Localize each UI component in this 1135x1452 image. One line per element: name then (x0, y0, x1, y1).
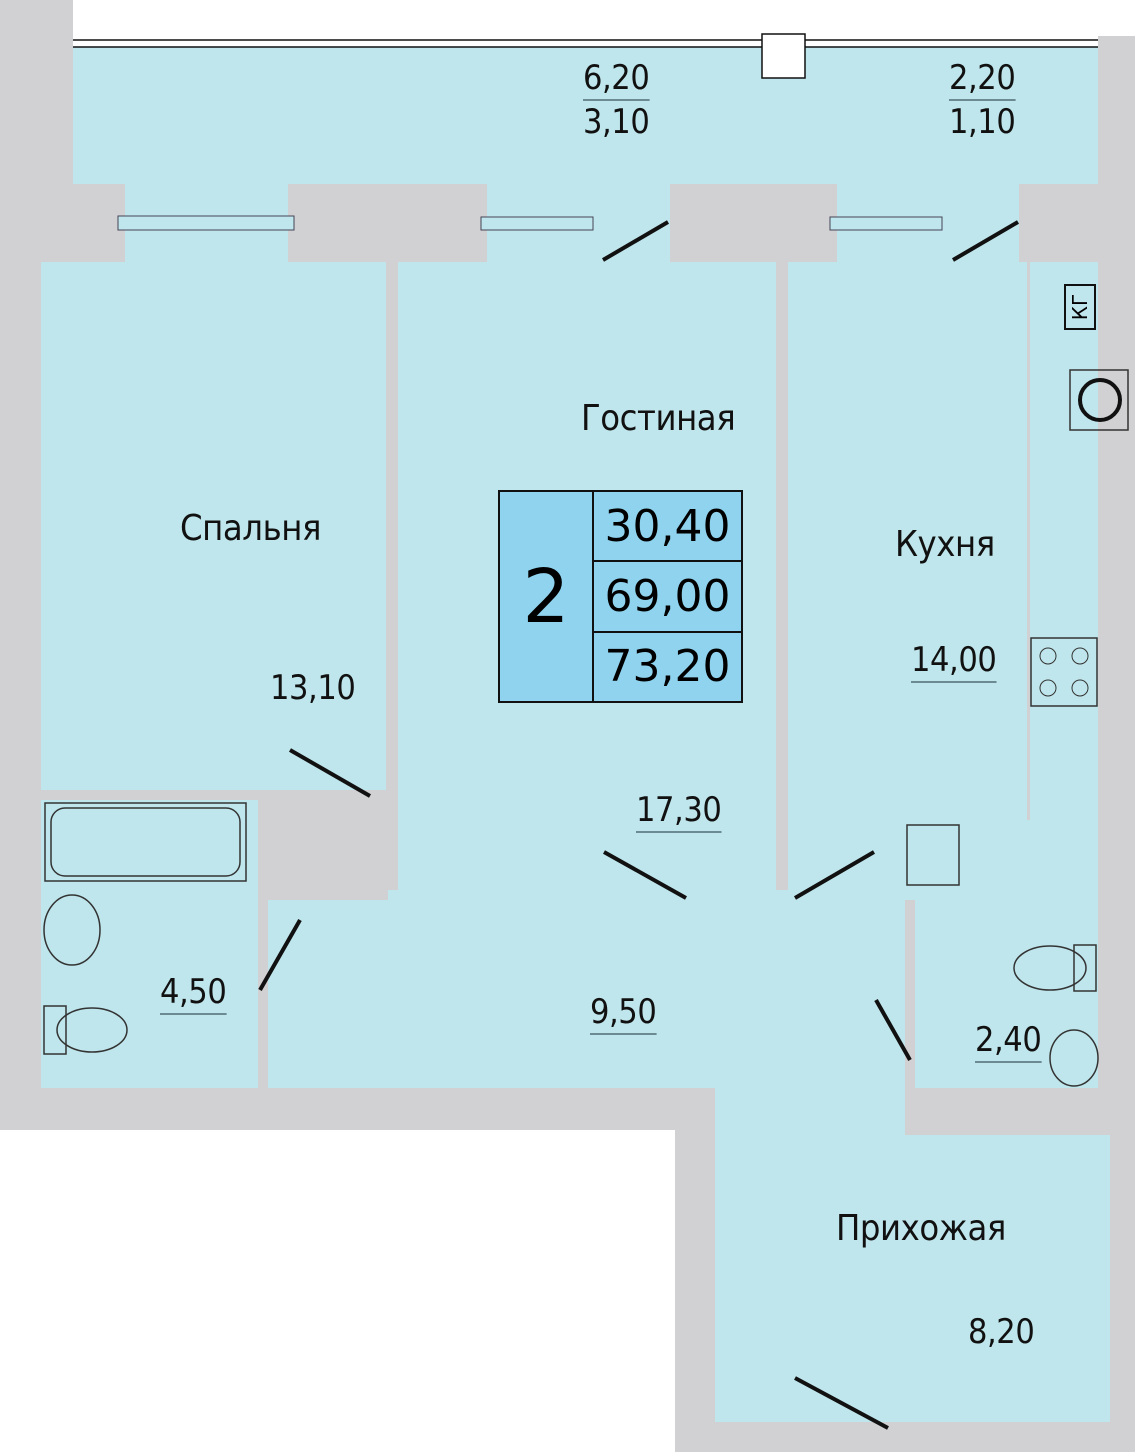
sink-icon (43, 894, 101, 966)
room-name-kitchen: Кухня (895, 524, 995, 565)
room-area-kitchen: 14,00 (911, 640, 997, 683)
house-logo-icon (49, 1366, 95, 1413)
total-area: 69,00 (594, 562, 741, 633)
door-kitchen-balcony (951, 220, 1020, 262)
room-area-bedroom: 13,10 (270, 668, 356, 708)
door-bedroom (289, 748, 371, 798)
door-wc (874, 999, 912, 1061)
door-living-balcony (601, 220, 670, 262)
door-bathroom (258, 919, 302, 991)
room-bathroom (41, 800, 258, 1088)
balcony-area-2-reduced: 1,10 (949, 102, 1016, 142)
boiler-label: КГ (1064, 284, 1096, 330)
total-area-with-balcony: 73,20 (594, 632, 741, 701)
balcony-area-1: 6,20 (583, 58, 650, 101)
room-name-hallway: Прихожая (836, 1208, 1006, 1249)
door-entrance (794, 1376, 889, 1430)
kitchen-sink (906, 824, 960, 886)
door-living (603, 850, 687, 900)
balcony-area-2: 2,20 (949, 58, 1016, 101)
stove-icon (1030, 637, 1098, 707)
room-name-living: Гостиная (581, 398, 736, 439)
rooms-count: 2 (500, 492, 594, 701)
room-name-bedroom: Спальня (180, 508, 321, 549)
boiler (1069, 369, 1129, 431)
drain-box (761, 33, 806, 79)
room-hallway (268, 890, 1110, 1422)
room-area-hallway: 8,20 (968, 1312, 1035, 1352)
balcony (73, 36, 1098, 184)
room-wc (915, 900, 1098, 1088)
sink-icon (1049, 1029, 1099, 1087)
room-bedroom (41, 262, 386, 790)
watermark: Домклик (48, 1366, 260, 1418)
room-area-bathroom: 4,50 (160, 972, 227, 1015)
outside-top (73, 0, 1135, 36)
room-area-living: 17,30 (636, 790, 722, 833)
apartment-info-box: 2 30,40 69,00 73,20 (498, 490, 743, 703)
room-kitchen (788, 262, 1027, 820)
door-kitchen (793, 850, 876, 900)
toilet-icon (56, 1007, 128, 1053)
living-area: 30,40 (594, 492, 741, 563)
room-area-corridor: 9,50 (590, 992, 657, 1035)
bathtub (44, 802, 247, 882)
balcony-area-1-reduced: 3,10 (583, 102, 650, 142)
toilet-icon (1013, 945, 1087, 991)
room-area-wc: 2,40 (975, 1020, 1042, 1063)
